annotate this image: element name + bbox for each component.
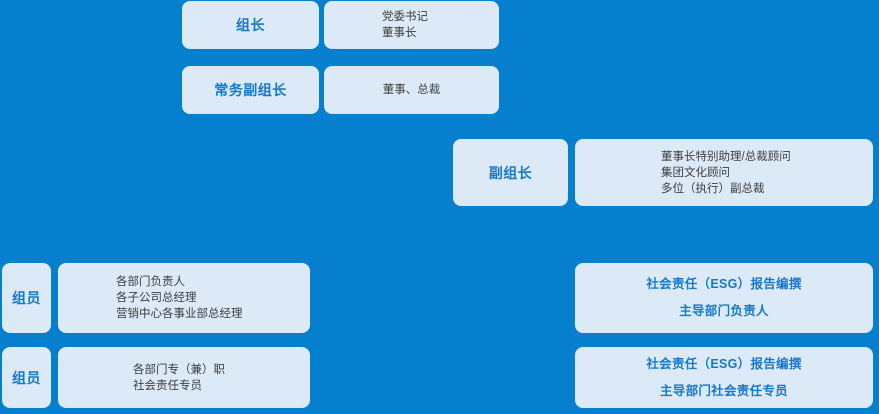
member-line: 集团文化顾问 [661,166,730,179]
member-line: 社会责任专员 [133,379,202,392]
role-card-member-managers: 组员 [2,263,51,333]
member-line: 党委书记 [382,11,428,23]
member-line: 多位（执行）副总裁 [661,182,765,195]
role-label: 组长 [236,17,265,33]
role-label: 常务副组长 [214,82,287,98]
esg-line: 社会责任（ESG）报告编撰 [646,277,802,291]
member-card-specialists: 各部门专（兼）职 社会责任专员 [58,347,310,408]
member-card-executive-deputy-leader: 董事、总裁 [324,66,499,114]
member-line: 董事、总裁 [382,84,441,96]
member-card-managers: 各部门负责人 各子公司总经理 营销中心各事业部总经理 [58,263,310,333]
role-label: 组员 [12,369,41,386]
role-card-deputy-leader: 副组长 [453,139,568,206]
role-card-group-leader: 组长 [182,1,319,49]
member-line: 各子公司总经理 [116,292,197,304]
esg-card-lead-department-head: 社会责任（ESG）报告编撰 主导部门负责人 [575,263,873,333]
member-line: 各部门专（兼）职 [133,363,225,376]
member-line: 董事长特别助理/总裁顾问 [661,150,791,163]
member-line: 各部门负责人 [116,276,185,288]
member-line: 董事长 [382,27,417,39]
member-line: 营销中心各事业部总经理 [116,308,243,320]
role-label: 副组长 [488,164,533,181]
esg-line: 主导部门社会责任专员 [659,383,788,398]
esg-line: 主导部门负责人 [679,304,769,318]
esg-card-lead-department-specialist: 社会责任（ESG）报告编撰 主导部门社会责任专员 [575,347,873,408]
role-card-member-specialists: 组员 [2,347,51,408]
role-label: 组员 [12,290,41,306]
esg-line: 社会责任（ESG）报告编撰 [646,356,802,371]
role-card-executive-deputy-leader: 常务副组长 [182,66,319,114]
member-card-deputy-leader: 董事长特别助理/总裁顾问 集团文化顾问 多位（执行）副总裁 [575,139,873,206]
member-card-group-leader: 党委书记 董事长 [324,1,499,49]
